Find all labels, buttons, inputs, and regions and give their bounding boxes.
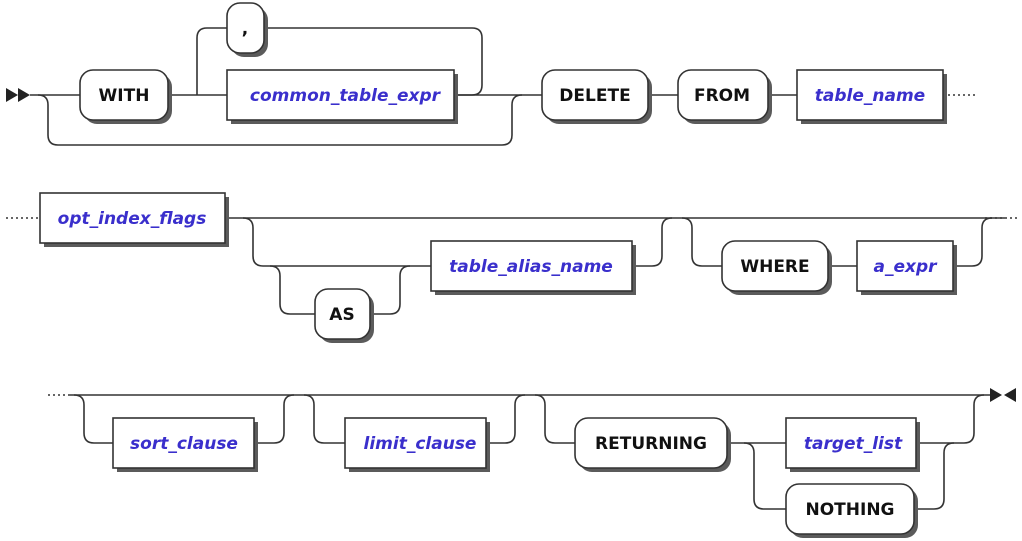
from-keyword[interactable]: FROM bbox=[677, 69, 772, 124]
where-keyword[interactable]: WHERE bbox=[721, 240, 832, 295]
nothing-label: NOTHING bbox=[805, 500, 894, 520]
a-expr-nonterminal[interactable]: a_expr bbox=[856, 240, 957, 295]
row-3-tracks bbox=[48, 388, 1016, 510]
as-keyword[interactable]: AS bbox=[314, 288, 374, 343]
delete-keyword[interactable]: DELETE bbox=[541, 69, 652, 124]
with-label: WITH bbox=[99, 86, 150, 106]
where-label: WHERE bbox=[740, 257, 809, 277]
comma-keyword[interactable]: , bbox=[226, 2, 268, 57]
limit-clause-nonterminal[interactable]: limit_clause bbox=[344, 417, 490, 472]
table-alias-name-nonterminal[interactable]: table_alias_name bbox=[430, 240, 636, 295]
common-table-expr-label: common_table_expr bbox=[250, 86, 442, 106]
table-name-nonterminal[interactable]: table_name bbox=[796, 69, 947, 124]
comma-label: , bbox=[242, 19, 248, 39]
as-label: AS bbox=[329, 305, 354, 325]
table-name-label: table_name bbox=[815, 86, 925, 106]
nothing-keyword[interactable]: NOTHING bbox=[785, 483, 918, 538]
delete-label: DELETE bbox=[559, 86, 630, 106]
with-keyword[interactable]: WITH bbox=[79, 69, 172, 124]
end-marker bbox=[990, 388, 1002, 402]
row-1-tracks bbox=[6, 27, 975, 146]
start-marker bbox=[6, 88, 18, 102]
returning-label: RETURNING bbox=[595, 434, 707, 454]
a-expr-label: a_expr bbox=[873, 257, 938, 277]
returning-keyword[interactable]: RETURNING bbox=[574, 417, 731, 472]
row-2-tracks bbox=[6, 217, 1017, 315]
limit-clause-label: limit_clause bbox=[364, 434, 477, 454]
target-list-nonterminal[interactable]: target_list bbox=[785, 417, 920, 472]
opt-index-flags-label: opt_index_flags bbox=[58, 209, 207, 229]
opt-index-flags-nonterminal[interactable]: opt_index_flags bbox=[39, 192, 229, 247]
sort-clause-label: sort_clause bbox=[130, 434, 238, 454]
table-alias-name-label: table_alias_name bbox=[449, 257, 613, 277]
common-table-expr-nonterminal[interactable]: common_table_expr bbox=[226, 69, 458, 124]
sort-clause-nonterminal[interactable]: sort_clause bbox=[112, 417, 258, 472]
target-list-label: target_list bbox=[804, 434, 903, 454]
from-label: FROM bbox=[694, 86, 750, 106]
